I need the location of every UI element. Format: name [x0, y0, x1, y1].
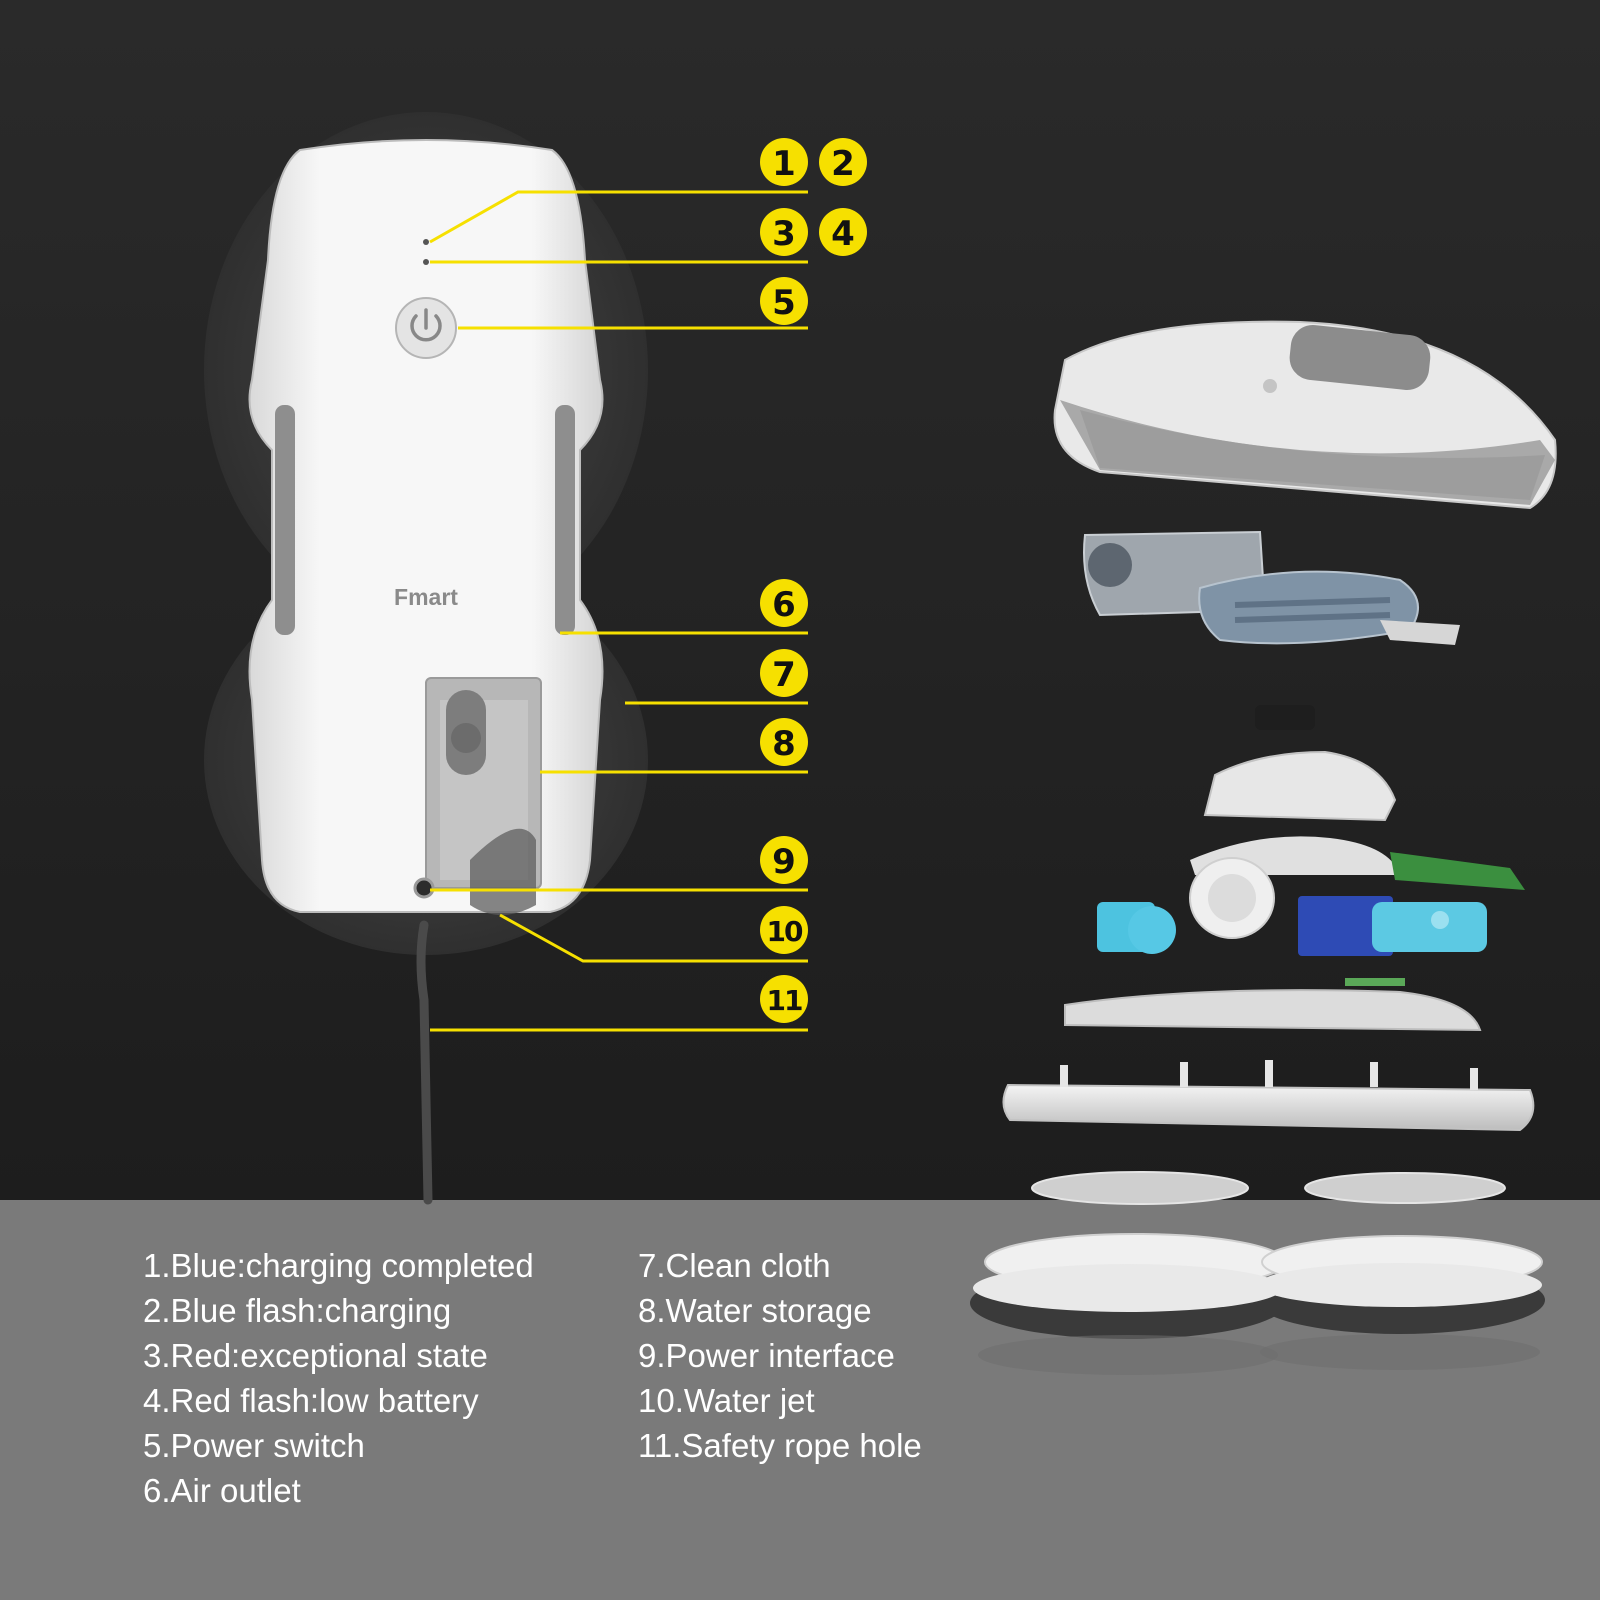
brand-logo: Fmart	[394, 584, 458, 610]
callout-lines	[429, 190, 808, 1032]
legend-item-6: 6.Air outlet	[143, 1472, 301, 1509]
robot-front-view: Fmart	[204, 112, 648, 1205]
legend-item-5: 5.Power switch	[143, 1427, 365, 1464]
svg-text:3: 3	[772, 214, 796, 254]
exploded-middle-plate	[1064, 978, 1482, 1032]
legend-item-11: 11.Safety rope hole	[638, 1427, 922, 1464]
callout-badge-3: 3	[760, 208, 808, 256]
exploded-cleaning-pads	[970, 1263, 1545, 1375]
power-button	[395, 297, 457, 359]
svg-text:9: 9	[772, 842, 796, 882]
legend-column-right: 7.Clean cloth 8.Water storage 9.Power in…	[638, 1243, 922, 1468]
legend-item-2: 2.Blue flash:charging	[143, 1292, 452, 1329]
legend-column-left: 1.Blue:charging completed 2.Blue flash:c…	[143, 1243, 534, 1513]
exploded-base-plate	[1002, 1060, 1535, 1132]
legend-item-10: 10.Water jet	[638, 1382, 815, 1419]
exploded-water-tank	[1083, 530, 1460, 645]
legend-item-9: 9.Power interface	[638, 1337, 895, 1374]
power-icon	[410, 314, 442, 342]
callout-badge-7: 7	[760, 649, 808, 697]
power-port	[413, 877, 435, 899]
callout-badge-8: 8	[760, 718, 808, 766]
power-cable	[416, 920, 433, 1205]
callout-badge-1: 1	[760, 138, 808, 186]
legend-item-7: 7.Clean cloth	[638, 1247, 831, 1284]
legend-item-4: 4.Red flash:low battery	[143, 1382, 479, 1419]
callout-badge-4: 4	[819, 208, 867, 256]
callout-badge-10: 10	[760, 906, 808, 954]
svg-text:1: 1	[772, 144, 796, 184]
callout-badge-2: 2	[819, 138, 867, 186]
svg-text:2: 2	[831, 144, 855, 184]
side-grip-right	[555, 405, 575, 635]
side-grip-left	[275, 405, 295, 635]
svg-text:8: 8	[772, 724, 796, 764]
callout-badge-5: 5	[760, 277, 808, 325]
leader-line-1-2	[429, 190, 808, 244]
indicator-light-bottom	[423, 259, 429, 265]
exploded-top-shell	[1053, 320, 1557, 510]
svg-text:4: 4	[831, 214, 855, 254]
legend-item-3: 3.Red:exceptional state	[143, 1337, 488, 1374]
callout-badge-9: 9	[760, 836, 808, 884]
indicator-light-top	[423, 239, 429, 245]
svg-text:10: 10	[767, 915, 803, 948]
svg-text:7: 7	[772, 655, 796, 695]
svg-text:11: 11	[767, 984, 802, 1017]
leader-line-10	[499, 913, 808, 963]
svg-text:5: 5	[772, 283, 796, 323]
legend-item-1: 1.Blue:charging completed	[143, 1247, 534, 1284]
exploded-pumps	[1097, 857, 1487, 956]
svg-text:6: 6	[772, 585, 796, 625]
callout-badge-6: 6	[760, 579, 808, 627]
exploded-view	[970, 320, 1557, 1375]
callout-badge-11: 11	[760, 975, 808, 1023]
legend-item-8: 8.Water storage	[638, 1292, 872, 1329]
